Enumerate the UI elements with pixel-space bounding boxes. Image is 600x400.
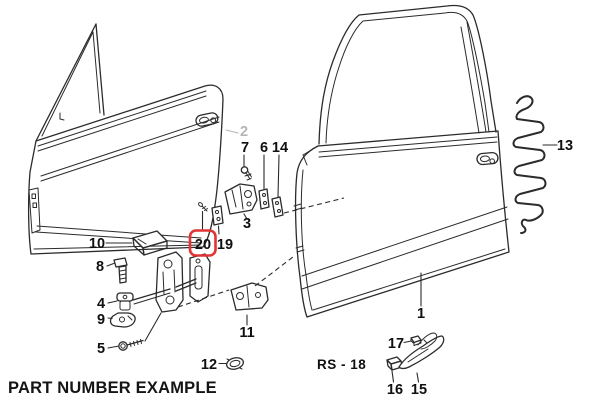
left-door-window-frame [35,23,97,142]
right-door-body [294,130,510,318]
part-3-drawing [224,183,258,215]
part-label-16[interactable]: 16 [387,382,403,398]
caption: PART NUMBER EXAMPLE [8,379,217,397]
right-door-crease-2 [301,218,509,290]
part-label-8[interactable]: 8 [96,259,104,275]
left-door-crease-2 [40,121,220,182]
part-label-13[interactable]: 13 [557,138,573,154]
part-label-5[interactable]: 5 [97,341,105,357]
part-14-drawing [271,196,284,218]
part-label-11[interactable]: 11 [239,325,254,341]
part-9-drawing [109,312,136,328]
left-door-crease [40,116,220,177]
right-door-window-frame [318,4,497,145]
right-door-hinge-mark-lower [295,245,305,253]
wiring-loom-13-drawing [512,95,547,234]
part-label-1[interactable]: 1 [417,306,425,322]
part-6-drawing [258,188,270,210]
part-16-drawing [386,356,403,371]
part-label-9[interactable]: 9 [97,312,105,328]
callout-line-part-2 [225,129,239,134]
left-door-body [27,84,224,255]
left-door-window-inner-rear [92,31,101,114]
diagram-code-label: RS - 18 [317,357,366,372]
part-4-drawing [116,292,134,311]
left-door-window-frame-rear [95,23,105,116]
part-label-14[interactable]: 14 [272,140,288,156]
part-11-drawing [230,282,269,311]
part-label-2[interactable]: 2 [240,124,248,140]
left-door-belt-molding [37,90,207,147]
part-10-drawing [132,230,168,256]
left-door-lower-molding [36,225,202,239]
part-labels: 1 2 3 4 5 6 7 8 9 10 11 12 13 14 15 16 1… [89,124,573,398]
edge-strip-hole [31,193,36,199]
part-17-drawing [410,335,422,346]
door-check-assembly-drawing [132,251,211,313]
part-label-3[interactable]: 3 [243,216,251,232]
part-7-drawing [240,166,252,181]
right-door-bottom-inner [312,248,506,311]
right-door-crease [301,206,508,277]
part-19-drawing [211,205,224,226]
callout-lines [105,129,558,383]
part-label-20-highlighted[interactable]: 20 [195,237,211,253]
alignment-dashed-lines [177,197,345,308]
edge-strip-hole-2 [32,202,37,208]
part-label-19[interactable]: 19 [217,237,233,253]
part-label-12[interactable]: 12 [201,357,217,373]
right-door-belt-line [317,130,499,147]
right-door-front-inner [300,169,313,311]
right-door-belt-molding-2 [318,141,498,158]
part-8-drawing [113,257,128,284]
left-door-belt-molding-2 [37,95,207,152]
left-door-drawing [27,23,224,255]
left-door-lower-molding-2 [35,231,202,244]
part-15-drawing [398,332,445,370]
part-label-17[interactable]: 17 [388,336,404,352]
part-label-6[interactable]: 6 [260,140,268,156]
vent-window-latch [59,112,65,121]
left-door-handle [195,112,219,127]
right-door-belt-molding [318,136,498,153]
left-door-bottom-inner [33,244,201,250]
right-door-window-inner [325,11,490,144]
right-door-window-channel-2 [460,26,480,134]
part-label-10[interactable]: 10 [89,236,105,252]
part-20-drawing [198,202,208,212]
right-door-window-channel [466,21,487,133]
part-5-drawing [118,339,144,351]
part-label-4[interactable]: 4 [97,296,105,312]
part-label-15[interactable]: 15 [411,382,427,398]
right-door-mirror-corner [302,145,319,166]
part-label-7[interactable]: 7 [241,140,249,156]
left-door-window-inner [41,31,94,137]
right-door-drawing [293,4,510,318]
part-12-drawing [225,357,245,370]
highlight-box-part-20 [188,229,217,257]
left-door-edge-strip [28,187,41,234]
right-door-handle [476,151,499,166]
